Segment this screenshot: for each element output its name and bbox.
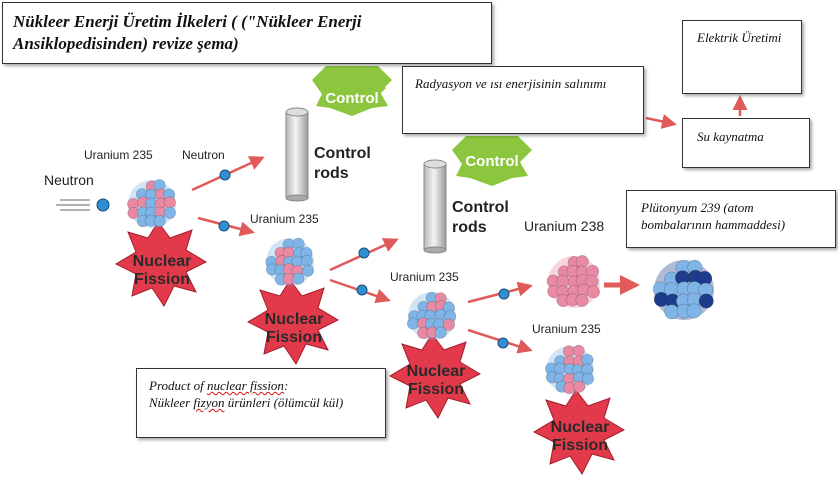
uranium-235-nucleus-b: [265, 237, 314, 286]
svg-text:Fission: Fission: [408, 381, 464, 398]
uranium-235-nucleus-c: [406, 291, 456, 340]
control-badge-top-label: Control: [325, 90, 378, 107]
svg-text:Nuclear: Nuclear: [551, 419, 610, 436]
plutonium-box: Plütonyum 239 (atom bombalarının hammadd…: [626, 190, 836, 248]
diagram-title: Nükleer Enerji Üretim İlkeleri ( ("Nükle…: [2, 2, 492, 64]
svg-text:Nuclear: Nuclear: [265, 311, 324, 328]
neutron-incoming-label: Neutron: [44, 172, 94, 188]
svg-text:Fission: Fission: [134, 271, 190, 288]
control-rods-label-1: Control rods: [314, 145, 371, 182]
boiling-box: Su kaynatma: [682, 118, 810, 168]
svg-text:Fission: Fission: [266, 329, 322, 346]
uranium-235-label-b: Uranium 235: [250, 212, 319, 226]
uranium-238-nucleus: [546, 255, 600, 308]
fission-star-d: Nuclear Fission: [532, 389, 626, 475]
incoming-neutron: [56, 198, 110, 212]
uranium-235-nucleus-a: [127, 179, 176, 228]
uranium-235-label-d: Uranium 235: [532, 322, 601, 336]
radiation-box: Radyasyon ve ısı enerjisinin salınımı: [402, 66, 644, 134]
control-badge-mid: Control: [452, 136, 532, 186]
path-rad-boil: [645, 114, 677, 129]
plutonium-239-nucleus: [652, 259, 714, 320]
neutron-dots: [218, 169, 510, 349]
control-rods-label-2: Control rods: [452, 199, 509, 236]
uranium-238-label: Uranium 238: [524, 218, 605, 234]
fission-star-a: Nuclear Fission: [114, 221, 208, 307]
neutron-label: Neutron: [182, 148, 225, 162]
control-badge-mid-label: Control: [465, 153, 518, 170]
fission-star-b: Nuclear Fission: [246, 279, 340, 365]
uranium-235-label-a: Uranium 235: [84, 148, 153, 162]
uranium-235-nucleus-d: [545, 344, 594, 394]
control-rod-1: [285, 107, 309, 202]
svg-text:Nuclear: Nuclear: [133, 253, 192, 270]
svg-text:Fission: Fission: [552, 437, 608, 454]
fission-products-box: Product of nuclear fission: Nükleer fizy…: [136, 368, 386, 438]
control-rod-2: [423, 159, 447, 254]
fission-star-c: Nuclear Fission: [388, 333, 482, 419]
fission-products-line1: Product of nuclear fission:: [149, 378, 289, 393]
control-badge-top: Control: [312, 66, 392, 116]
svg-text:Nuclear: Nuclear: [407, 363, 466, 380]
fission-products-line2: Nükleer fizyon ürünleri (ölümcül kül): [149, 395, 344, 410]
electricity-box: Elektrik Üretimi: [682, 20, 802, 94]
uranium-235-label-c: Uranium 235: [390, 270, 459, 284]
